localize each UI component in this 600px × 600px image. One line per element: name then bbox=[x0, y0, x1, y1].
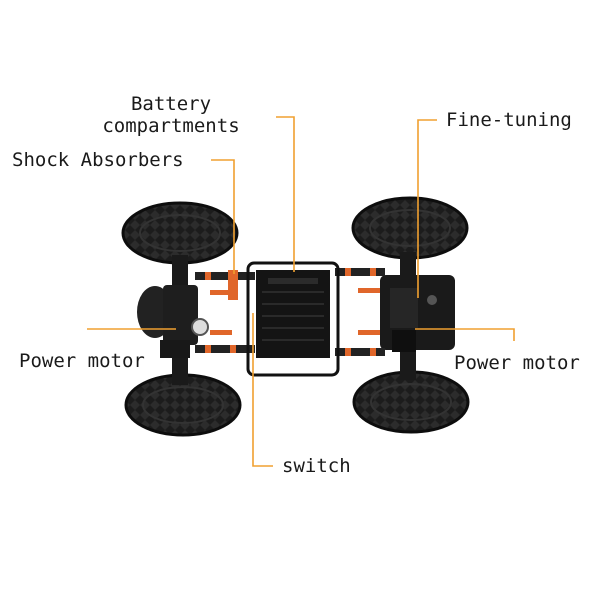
tire-front-left bbox=[121, 201, 239, 265]
fine-tuning-label: Fine-tuning bbox=[446, 109, 572, 131]
power-motor-left-label: Power motor bbox=[19, 350, 145, 372]
leader-battery bbox=[276, 116, 295, 272]
leader-lines bbox=[87, 116, 515, 467]
power-motor-right-label: Power motor bbox=[454, 352, 580, 374]
leader-power-right bbox=[415, 328, 515, 341]
shock-absorber-left bbox=[228, 270, 238, 300]
leader-fine-tuning bbox=[417, 119, 437, 298]
switch-label: switch bbox=[282, 455, 351, 477]
tire-rear-right bbox=[352, 370, 470, 434]
left-motor-assembly bbox=[137, 285, 209, 358]
right-motor-assembly bbox=[380, 275, 455, 352]
leader-switch bbox=[252, 313, 273, 467]
battery-compartment bbox=[246, 261, 340, 377]
suspension-links bbox=[195, 268, 385, 356]
leader-shock bbox=[211, 159, 235, 274]
battery-label-line1: Battery bbox=[130, 93, 212, 115]
battery-label-line2: compartments bbox=[102, 115, 240, 137]
shock-absorbers-label: Shock Absorbers bbox=[12, 149, 184, 171]
battery-compartments-label: Battery compartments bbox=[92, 93, 250, 137]
tire-front-right bbox=[351, 196, 469, 260]
